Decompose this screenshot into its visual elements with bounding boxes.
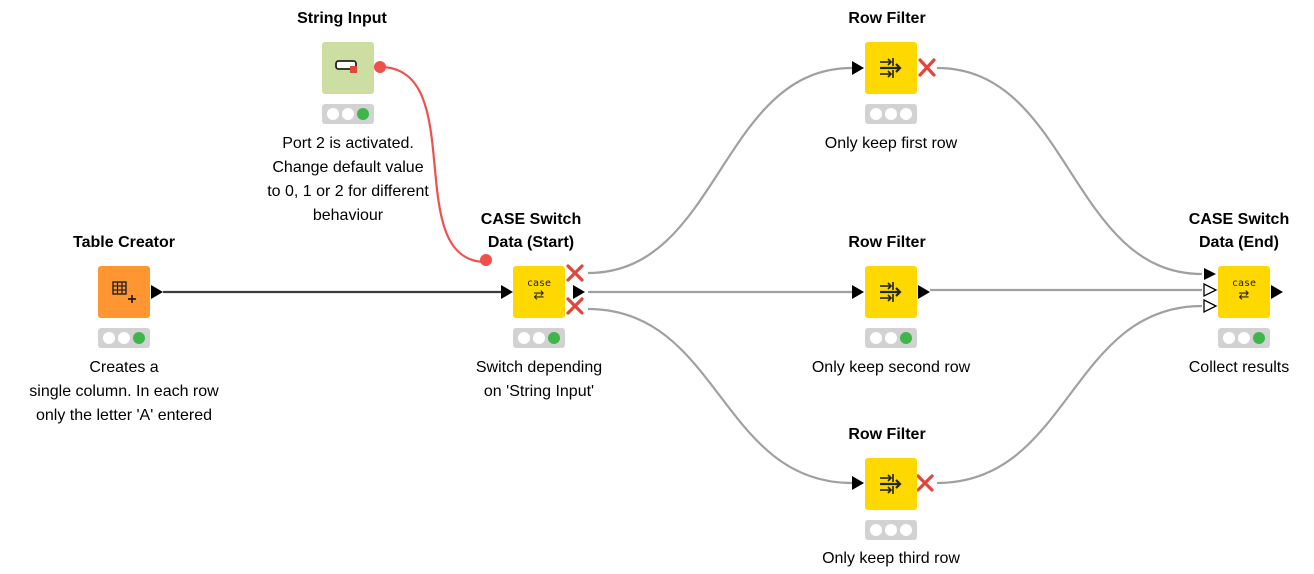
row-filter-arrows-icon: [880, 474, 902, 494]
row-filter-2-input-port[interactable]: [852, 285, 864, 299]
case-start-output-3-inactive-icon: [566, 297, 584, 315]
string-input-field-icon: [335, 60, 357, 73]
status-light-green: [900, 524, 912, 536]
connection-case-start-to-row-filter-1[interactable]: [587, 66, 853, 275]
status-light-red: [1223, 332, 1235, 344]
connection-row-filter-3-to-case-end[interactable]: [936, 304, 1203, 485]
connection-case-start-to-row-filter-3[interactable]: [587, 307, 853, 485]
status-light-green: [900, 332, 912, 344]
status-light-red: [870, 108, 882, 120]
row-filter-1-title: Row Filter: [848, 10, 926, 27]
table-creator-node[interactable]: [98, 266, 150, 318]
row-filter-2-status: [865, 328, 917, 348]
string-input-flow-port[interactable]: [374, 61, 386, 73]
case-switch-arrows-icon: case ⇄: [1231, 278, 1257, 302]
case-end-node[interactable]: case ⇄: [1218, 266, 1270, 318]
status-light-yellow: [118, 332, 130, 344]
status-light-green: [900, 108, 912, 120]
connection-row-filter-1-to-case-end[interactable]: [936, 66, 1203, 276]
table-creator-description: Creates a single column. In each row onl…: [29, 359, 219, 424]
case-start-description: Switch depending on 'String Input': [475, 359, 603, 400]
table-creator-title: Table Creator: [73, 234, 175, 251]
swap-arrows-icon: ⇄: [1238, 287, 1250, 302]
table-creator-status: [98, 328, 150, 348]
row-filter-1-status: [865, 104, 917, 124]
case-start-status: [513, 328, 565, 348]
row-filter-arrows-icon: [880, 58, 902, 78]
string-input-status: [322, 104, 374, 124]
case-start-output-port-2[interactable]: [573, 285, 585, 299]
case-end-input-port-1[interactable]: [1204, 268, 1216, 280]
swap-arrows-icon: ⇄: [533, 287, 545, 302]
row-filter-3-output-inactive-icon: [916, 474, 934, 492]
case-end-status: [1218, 328, 1270, 348]
status-light-yellow: [342, 108, 354, 120]
status-light-yellow: [533, 332, 545, 344]
row-filter-1-node[interactable]: [865, 42, 917, 94]
case-start-title: CASE Switch Data (Start): [480, 211, 582, 251]
row-filter-2-output-port[interactable]: [918, 285, 930, 299]
status-light-yellow: [885, 108, 897, 120]
status-light-red: [870, 332, 882, 344]
row-filter-3-node[interactable]: [865, 458, 917, 510]
row-filter-2-title: Row Filter: [848, 234, 926, 251]
row-filter-arrows-icon: [880, 282, 902, 302]
case-end-description: Collect results: [1188, 359, 1290, 376]
status-light-green: [133, 332, 145, 344]
table-creator-output-port[interactable]: [151, 285, 163, 299]
status-light-green: [1253, 332, 1265, 344]
case-start-input-port[interactable]: [501, 285, 513, 299]
string-input-description: Port 2 is activated. Change default valu…: [267, 135, 429, 224]
case-start-icon-label: case: [526, 278, 552, 289]
row-filter-3-status: [865, 520, 917, 540]
row-filter-1-description: Only keep first row: [824, 135, 958, 152]
case-switch-arrows-icon: case ⇄: [526, 278, 552, 302]
status-light-yellow: [1238, 332, 1250, 344]
case-start-node[interactable]: case ⇄: [513, 266, 565, 318]
row-filter-3-input-port[interactable]: [852, 476, 864, 490]
status-light-red: [103, 332, 115, 344]
row-filter-2-description: Only keep second row: [811, 359, 971, 376]
flow-variable-connection[interactable]: [379, 65, 487, 264]
case-end-input-port-3[interactable]: [1203, 298, 1218, 314]
table-grid-plus-icon: [112, 281, 136, 303]
status-light-red: [870, 524, 882, 536]
string-input-node[interactable]: [322, 42, 374, 94]
case-end-title: CASE Switch Data (End): [1188, 211, 1290, 251]
row-filter-2-node[interactable]: [865, 266, 917, 318]
case-start-flow-port[interactable]: [480, 254, 492, 266]
case-start-output-1-inactive-icon: [566, 264, 584, 282]
status-light-red: [518, 332, 530, 344]
case-end-input-port-2[interactable]: [1203, 282, 1218, 298]
row-filter-3-title: Row Filter: [848, 426, 926, 443]
status-light-green: [357, 108, 369, 120]
row-filter-3-description: Only keep third row: [822, 550, 960, 567]
status-light-green: [548, 332, 560, 344]
status-light-red: [327, 108, 339, 120]
case-end-icon-label: case: [1231, 278, 1257, 289]
status-light-yellow: [885, 524, 897, 536]
row-filter-1-input-port[interactable]: [852, 61, 864, 75]
case-end-output-port[interactable]: [1271, 285, 1283, 299]
string-input-title: String Input: [297, 10, 387, 27]
row-filter-1-output-inactive-icon: [918, 58, 936, 77]
status-light-yellow: [885, 332, 897, 344]
